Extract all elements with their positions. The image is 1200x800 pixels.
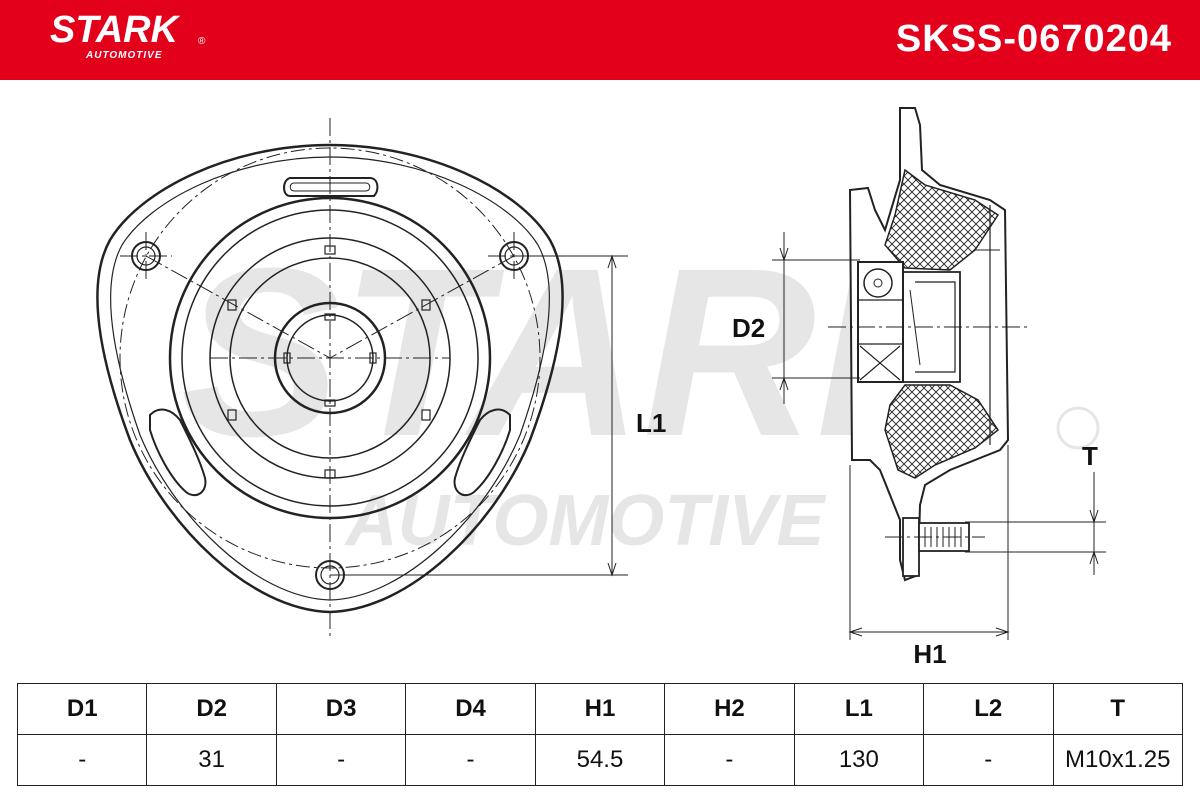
spec-header-d3: D3 — [275, 683, 407, 735]
part-number: SKSS-0670204 — [895, 18, 1172, 60]
spec-value-d3: - — [275, 734, 407, 786]
spec-header-d2: D2 — [146, 683, 277, 735]
spec-header-h1: H1 — [534, 683, 666, 735]
l1-label: L1 — [636, 408, 666, 438]
side-view — [828, 107, 1030, 582]
spec-header-row: D1 D2 D3 D4 H1 H2 L1 L2 T — [16, 683, 1183, 735]
spec-value-h2: - — [664, 734, 795, 786]
spec-header-d4: D4 — [405, 683, 536, 735]
spec-value-row: - 31 - - 54.5 - 130 - M10x1.25 — [16, 734, 1183, 786]
brand-logo: STARK ® AUTOMOTIVE — [50, 9, 205, 61]
watermark-sub: AUTOMOTIVE — [344, 481, 827, 561]
h1-label: H1 — [913, 639, 946, 669]
h1-dimension — [848, 445, 1010, 640]
spec-value-h1: 54.5 — [534, 734, 666, 786]
spec-value-l1: 130 — [793, 734, 925, 786]
spec-value-d2: 31 — [146, 734, 277, 786]
spec-header-h2: H2 — [664, 683, 795, 735]
watermark-reg-circle — [1056, 406, 1100, 450]
spec-header-d1: D1 — [16, 683, 148, 735]
brand-logo-text: STARK — [50, 9, 179, 51]
spec-value-t: M10x1.25 — [1052, 734, 1183, 786]
spec-header-t: T — [1052, 683, 1183, 735]
spec-value-d4: - — [405, 734, 536, 786]
spec-value-d1: - — [16, 734, 148, 786]
spec-header-l2: L2 — [923, 683, 1054, 735]
d2-dimension — [772, 232, 860, 404]
brand-logo-reg: ® — [198, 36, 206, 47]
t-label: T — [1082, 441, 1098, 471]
l1-dimension — [330, 254, 628, 577]
header-bar: STARK ® AUTOMOTIVE SKSS-0670204 — [0, 0, 1200, 80]
technical-drawing: STARK AUTOMOTIVE — [96, 107, 1106, 669]
spec-table: D1 D2 D3 D4 H1 H2 L1 L2 T - 31 - - 54.5 … — [16, 683, 1183, 786]
brand-logo-subtext: AUTOMOTIVE — [86, 50, 163, 61]
spec-value-l2: - — [923, 734, 1054, 786]
spec-header-l1: L1 — [793, 683, 925, 735]
t-dimension — [965, 472, 1106, 575]
front-view — [96, 118, 564, 640]
d2-label: D2 — [732, 313, 765, 343]
